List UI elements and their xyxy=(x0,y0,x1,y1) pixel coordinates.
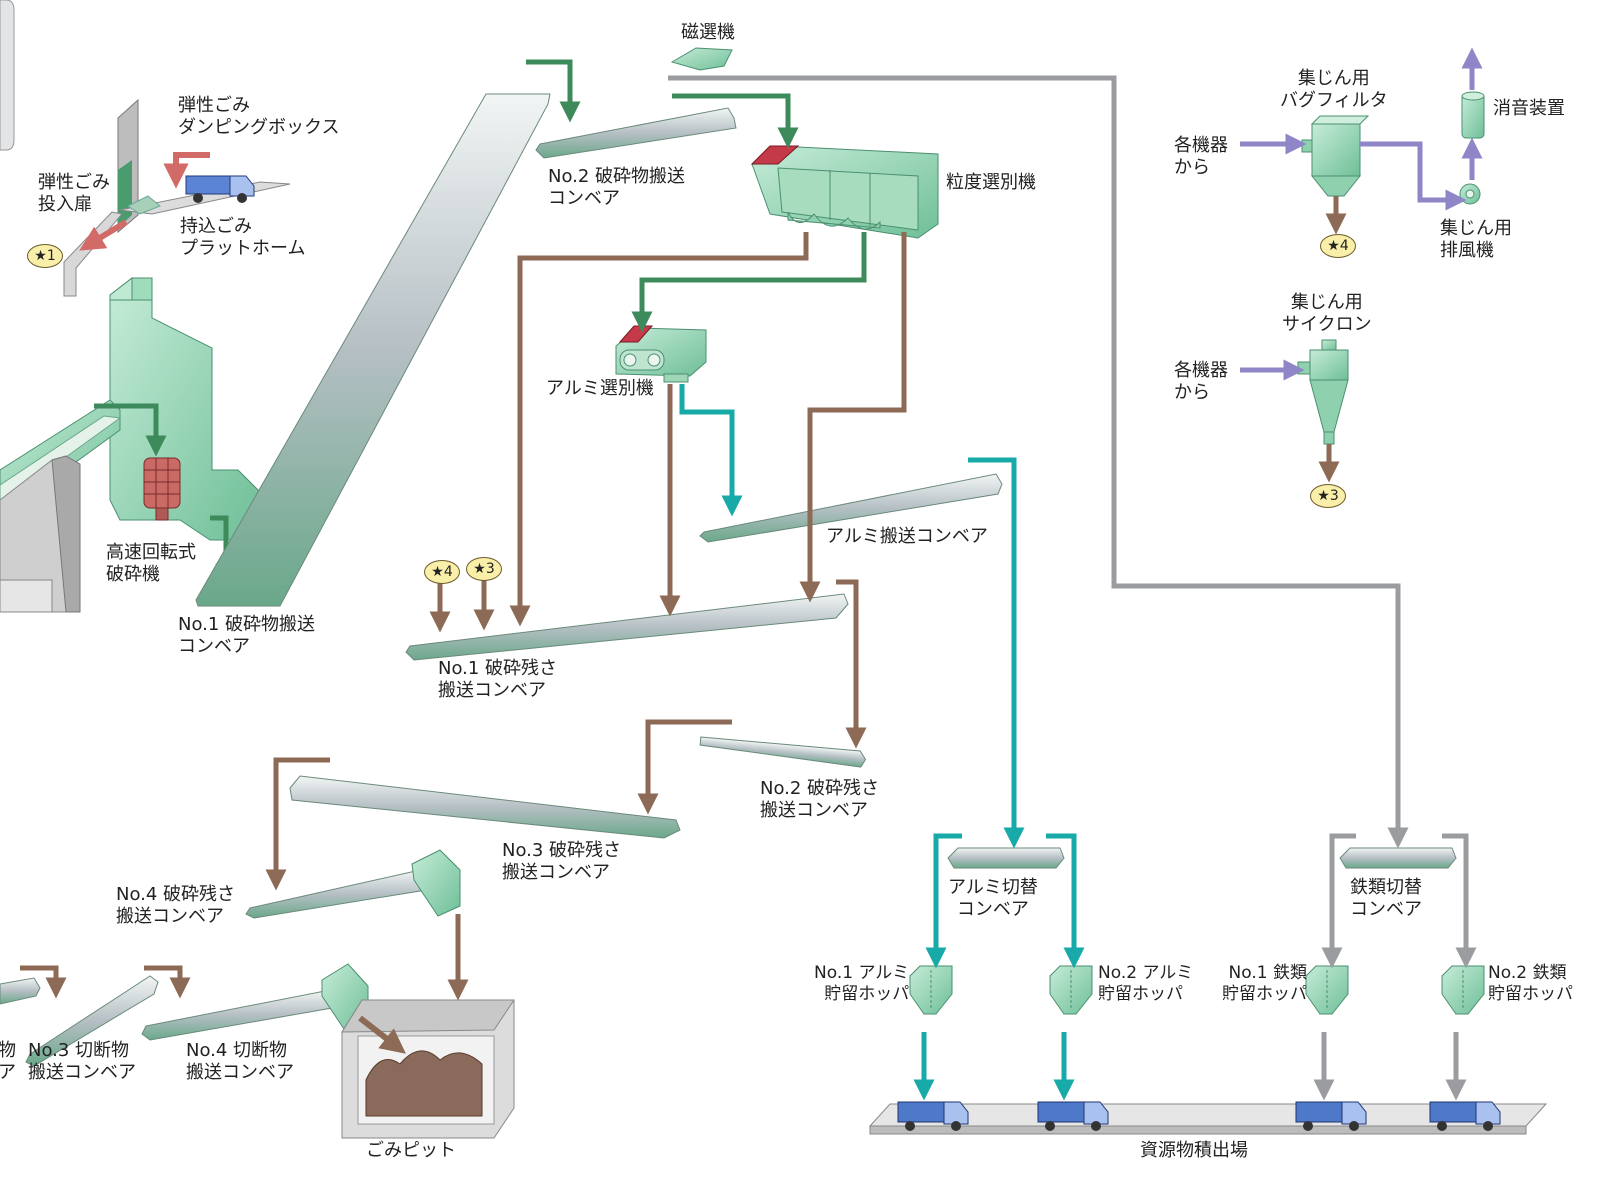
dust-bag-filter-label: 集じん用 バグフィルタ xyxy=(1280,68,1388,112)
silencer-label: 消音装置 xyxy=(1493,98,1565,120)
garbage-pit-label: ごみピット xyxy=(366,1140,456,1162)
no4-cut-conveyor-label: No.4 切断物 搬送コンベア xyxy=(186,1040,294,1084)
cyclone-icon xyxy=(1298,340,1348,444)
no1-residue-conveyor-label: No.1 破砕残さ 搬送コンベア xyxy=(438,658,557,702)
no2-iron-hopper-label: No.2 鉄類 貯留ホッパ xyxy=(1488,963,1573,1005)
dust-cyclone-label: 集じん用 サイクロン xyxy=(1282,292,1372,336)
red-flow-arrow xyxy=(176,155,210,176)
elastic-dumping-box-label: 弾性ごみ ダンピングボックス xyxy=(178,95,339,139)
bag-filter-icon xyxy=(1302,116,1368,196)
hopper-icon xyxy=(1306,966,1348,1014)
star-marker-4: ★4 xyxy=(1320,234,1356,258)
from-equipment-label: 各機器 から xyxy=(1174,360,1228,404)
no1-crushed-conveyor-belt xyxy=(196,94,550,606)
no2-aluminum-hopper-label: No.2 アルミ 貯留ホッパ xyxy=(1098,963,1193,1005)
high-speed-crusher-label: 高速回転式 破砕機 xyxy=(106,542,196,586)
hopper-icon xyxy=(1050,966,1092,1014)
elastic-inlet-door-label: 弾性ごみ 投入扉 xyxy=(38,172,110,216)
no4-residue-conveyor-label: No.4 破砕残さ 搬送コンベア xyxy=(116,884,235,928)
no2-residue-conveyor-belt xyxy=(699,737,866,767)
aluminum-separator-label: アルミ選別機 xyxy=(546,378,654,400)
brown-flow-arrow xyxy=(520,232,806,616)
left-edge-frame xyxy=(0,0,14,150)
star-marker-3: ★3 xyxy=(466,557,502,581)
no3-residue-conveyor-label: No.3 破砕残さ 搬送コンベア xyxy=(502,840,621,884)
star-marker-4: ★4 xyxy=(424,560,460,584)
dust-exhaust-fan-label: 集じん用 排風機 xyxy=(1440,218,1512,262)
cut-conveyor-partial-label: 物 ア xyxy=(0,1040,16,1084)
iron-switch-conveyor-belt xyxy=(1340,848,1456,868)
no2-crushed-conveyor-belt xyxy=(536,108,736,158)
aluminum-conveyor-label: アルミ搬送コンベア xyxy=(826,526,988,548)
no4-cut-conveyor-belt xyxy=(142,990,338,1040)
from-equipment-label: 各機器 から xyxy=(1174,135,1228,179)
no3-residue-conveyor-belt xyxy=(290,776,680,838)
green-flow-arrow xyxy=(642,232,864,322)
no2-residue-conveyor-label: No.2 破砕残さ 搬送コンベア xyxy=(760,778,879,822)
size-separator-label: 粒度選別機 xyxy=(946,172,1036,194)
iron-switch-conveyor-label: 鉄類切替 コンベア xyxy=(1350,877,1422,921)
teal-flow-arrow xyxy=(968,460,1014,838)
exhaust-fan-icon xyxy=(1460,184,1480,204)
aluminum-separator-icon xyxy=(616,326,706,382)
no1-residue-conveyor-belt xyxy=(406,594,848,660)
star-marker-1: ★1 xyxy=(27,244,63,268)
no1-crushed-conveyor-label: No.1 破砕物搬送 コンベア xyxy=(178,614,315,658)
no2-crushed-conveyor-label: No.2 破砕物搬送 コンベア xyxy=(548,166,685,210)
loading-platform-edge xyxy=(870,1126,1526,1134)
silencer-icon xyxy=(1462,92,1484,138)
brown-flow-arrow xyxy=(648,722,732,804)
no1-iron-hopper-label: No.1 鉄類 貯留ホッパ xyxy=(1222,963,1307,1005)
star-marker-3: ★3 xyxy=(1310,484,1346,508)
teal-flow-arrow xyxy=(682,384,732,506)
no3-cut-conveyor-label: No.3 切断物 搬送コンベア xyxy=(28,1040,136,1084)
size-separator-icon xyxy=(752,146,938,238)
magnetic-separator-label: 磁選機 xyxy=(681,22,735,44)
resource-loading-area-label: 資源物積出場 xyxy=(1140,1140,1248,1162)
cut-conveyor-belt-partial xyxy=(0,978,40,1004)
aluminum-switch-conveyor-label: アルミ切替 コンベア xyxy=(948,877,1038,921)
hopper-icon xyxy=(910,966,952,1014)
no1-aluminum-hopper-label: No.1 アルミ 貯留ホッパ xyxy=(814,963,909,1005)
aluminum-switch-conveyor-belt xyxy=(948,848,1064,868)
purple-flow-arrow xyxy=(1360,144,1456,200)
hopper-icon xyxy=(1442,966,1484,1014)
carry-in-platform-label: 持込ごみ プラットホーム xyxy=(180,216,305,260)
magnetic-separator-icon xyxy=(672,48,732,70)
